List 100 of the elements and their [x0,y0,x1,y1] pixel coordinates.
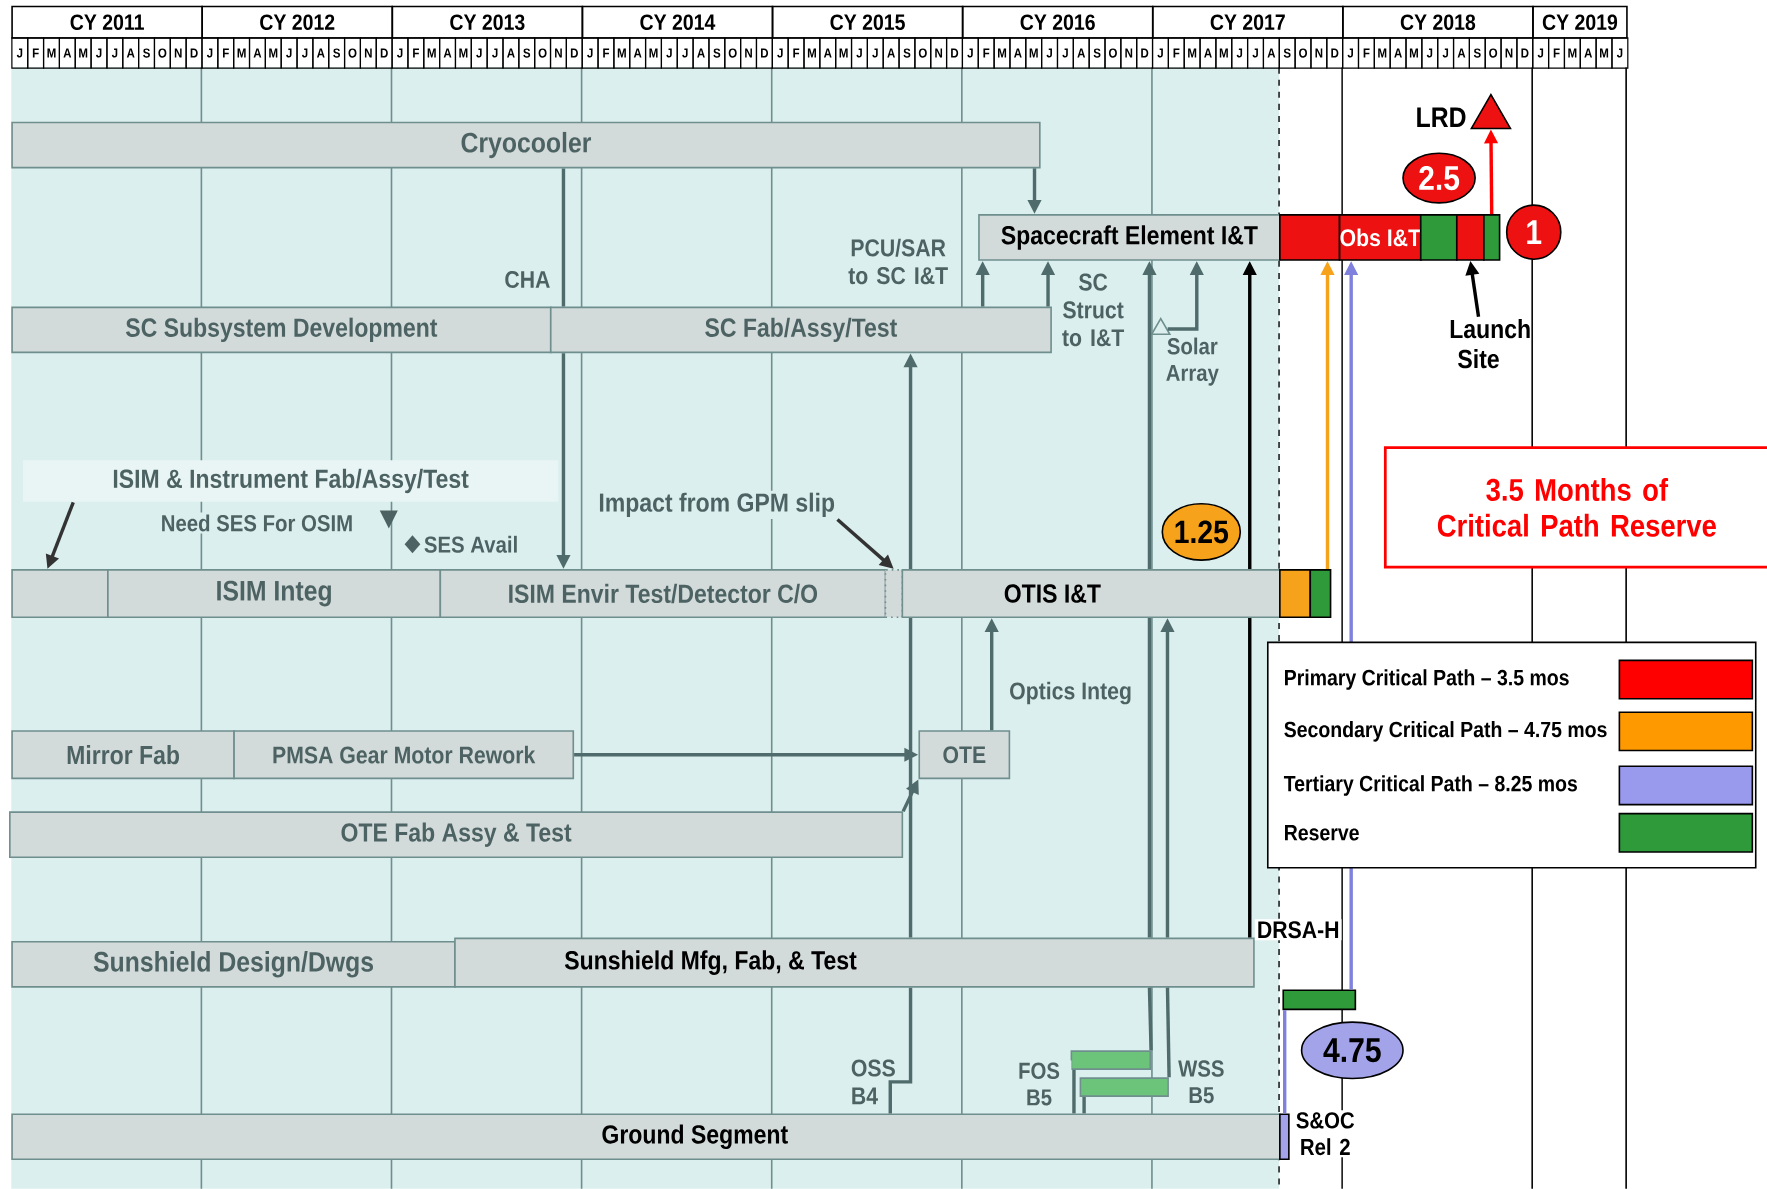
gantt-bar [1483,214,1501,261]
month-cell: A [1072,37,1090,69]
month-cell: A [248,37,266,69]
month-cell: O [153,37,171,69]
gantt-bar [1309,569,1332,619]
month-cell: M [454,37,472,69]
month-cell: J [1437,37,1455,69]
legend-text: Reserve [1285,825,1359,841]
month-cell: F [407,37,425,69]
month-cell: M [993,37,1011,69]
month-cell: A [629,37,647,69]
month-cell: J [660,37,678,69]
gantt-bar: OTE Fab Assy & Test [9,811,904,859]
month-cell: M [644,37,662,69]
month-cell: J [961,37,979,69]
bar-label: WSS B5 [1168,1058,1234,1106]
month-cell: O [343,37,361,69]
month-cell: J [1532,37,1550,69]
year-cell: CY 2018 [1342,5,1534,39]
node-label: Solar Array [1166,337,1219,386]
year-cell: CY 2017 [1151,5,1344,39]
month-cell: D [565,37,583,69]
connector-line [1147,618,1152,938]
month-cell: A [692,37,710,69]
milestone-label: Need SES For OSIM [158,512,356,534]
month-cell: F [1357,37,1375,69]
annotation-text: Launch Site [1450,319,1530,369]
month-cell: O [1294,37,1312,69]
section-band: ISIM & Instrument Fab/Assy/Test [22,460,559,502]
month-cell: F [1167,37,1185,69]
year-cell: CY 2012 [201,5,394,39]
month-cell: O [724,37,742,69]
month-cell: J [1041,37,1059,69]
month-cell: A [502,37,520,69]
edge-label: OSS B4 [848,1057,895,1107]
month-cell: J [11,37,29,69]
month-cell: M [835,37,853,69]
month-cell: A [122,37,140,69]
month-cell: M [42,37,60,69]
year-cell: CY 2015 [771,5,964,39]
month-cell: A [882,37,900,69]
gantt-bar: Cryocooler [11,121,1041,169]
month-cell: J [1421,37,1439,69]
month-cell: J [1342,37,1360,69]
gantt-bar: Spacecraft Element I&T [978,214,1281,261]
month-cell: M [1405,37,1423,69]
number-badge: 1 [1505,204,1562,261]
legend-text: Tertiary Critical Path – 8.25 mos [1283,775,1577,796]
month-cell: N [169,37,187,69]
gantt-bar: Sunshield Design/Dwgs [11,941,456,988]
milestone-triangle: Solar Array [1150,317,1223,388]
gantt-bar [1455,214,1485,261]
legend-text: Secondary Critical Path – 4.75 mos [1284,721,1607,742]
month-cell: A [1452,37,1470,69]
month-cell: J [1056,37,1074,69]
month-cell: J [1611,37,1629,69]
month-cell: J [486,37,504,69]
month-cell: N [549,37,567,69]
annotation-text: Impact from GPM slip [596,490,838,520]
month-cell: S [898,37,916,69]
gantt-bar [1279,1113,1290,1161]
month-cell: M [264,37,282,69]
month-cell: J [106,37,124,69]
month-cell: A [1579,37,1597,69]
month-cell: M [1215,37,1233,69]
milestone-triangle: LRD [1417,93,1512,130]
month-cell: J [771,37,789,69]
month-cell: S [1468,37,1486,69]
month-cell: M [1563,37,1581,69]
gantt-bar [1079,1077,1170,1098]
month-cell: M [74,37,92,69]
edge-label: Optics Integ [1007,679,1134,707]
month-cell: J [201,37,219,69]
month-cell: J [391,37,409,69]
edge-label: DRSA-H [1254,919,1342,941]
month-cell: F [217,37,235,69]
gantt-bar: SC Subsystem Development [11,306,552,354]
gantt-bar: Mirror Fab [11,730,235,780]
month-cell: M [233,37,251,69]
connector-line [908,618,913,938]
edge-label: PCU/SAR to SC I&T [839,236,957,287]
month-cell: A [58,37,76,69]
month-cell: A [1389,37,1407,69]
month-cell: N [930,37,948,69]
month-cell: F [27,37,45,69]
month-cell: A [1199,37,1217,69]
month-cell: O [1104,37,1122,69]
gantt-bar: SC Fab/Assy/Test [549,306,1052,354]
gantt-bar: Sunshield Mfg, Fab, & Test [454,937,1255,988]
month-cell: J [90,37,108,69]
month-cell: N [740,37,758,69]
bar-label: FOS B5 [1006,1060,1072,1108]
month-cell: S [1278,37,1296,69]
month-cell: A [312,37,330,69]
connector-line [1147,987,1153,1051]
month-cell: D [1136,37,1154,69]
month-cell: J [676,37,694,69]
legend-text: Primary Critical Path – 3.5 mos [1285,669,1569,690]
year-cell: CY 2016 [961,5,1154,39]
month-cell: D [375,37,393,69]
